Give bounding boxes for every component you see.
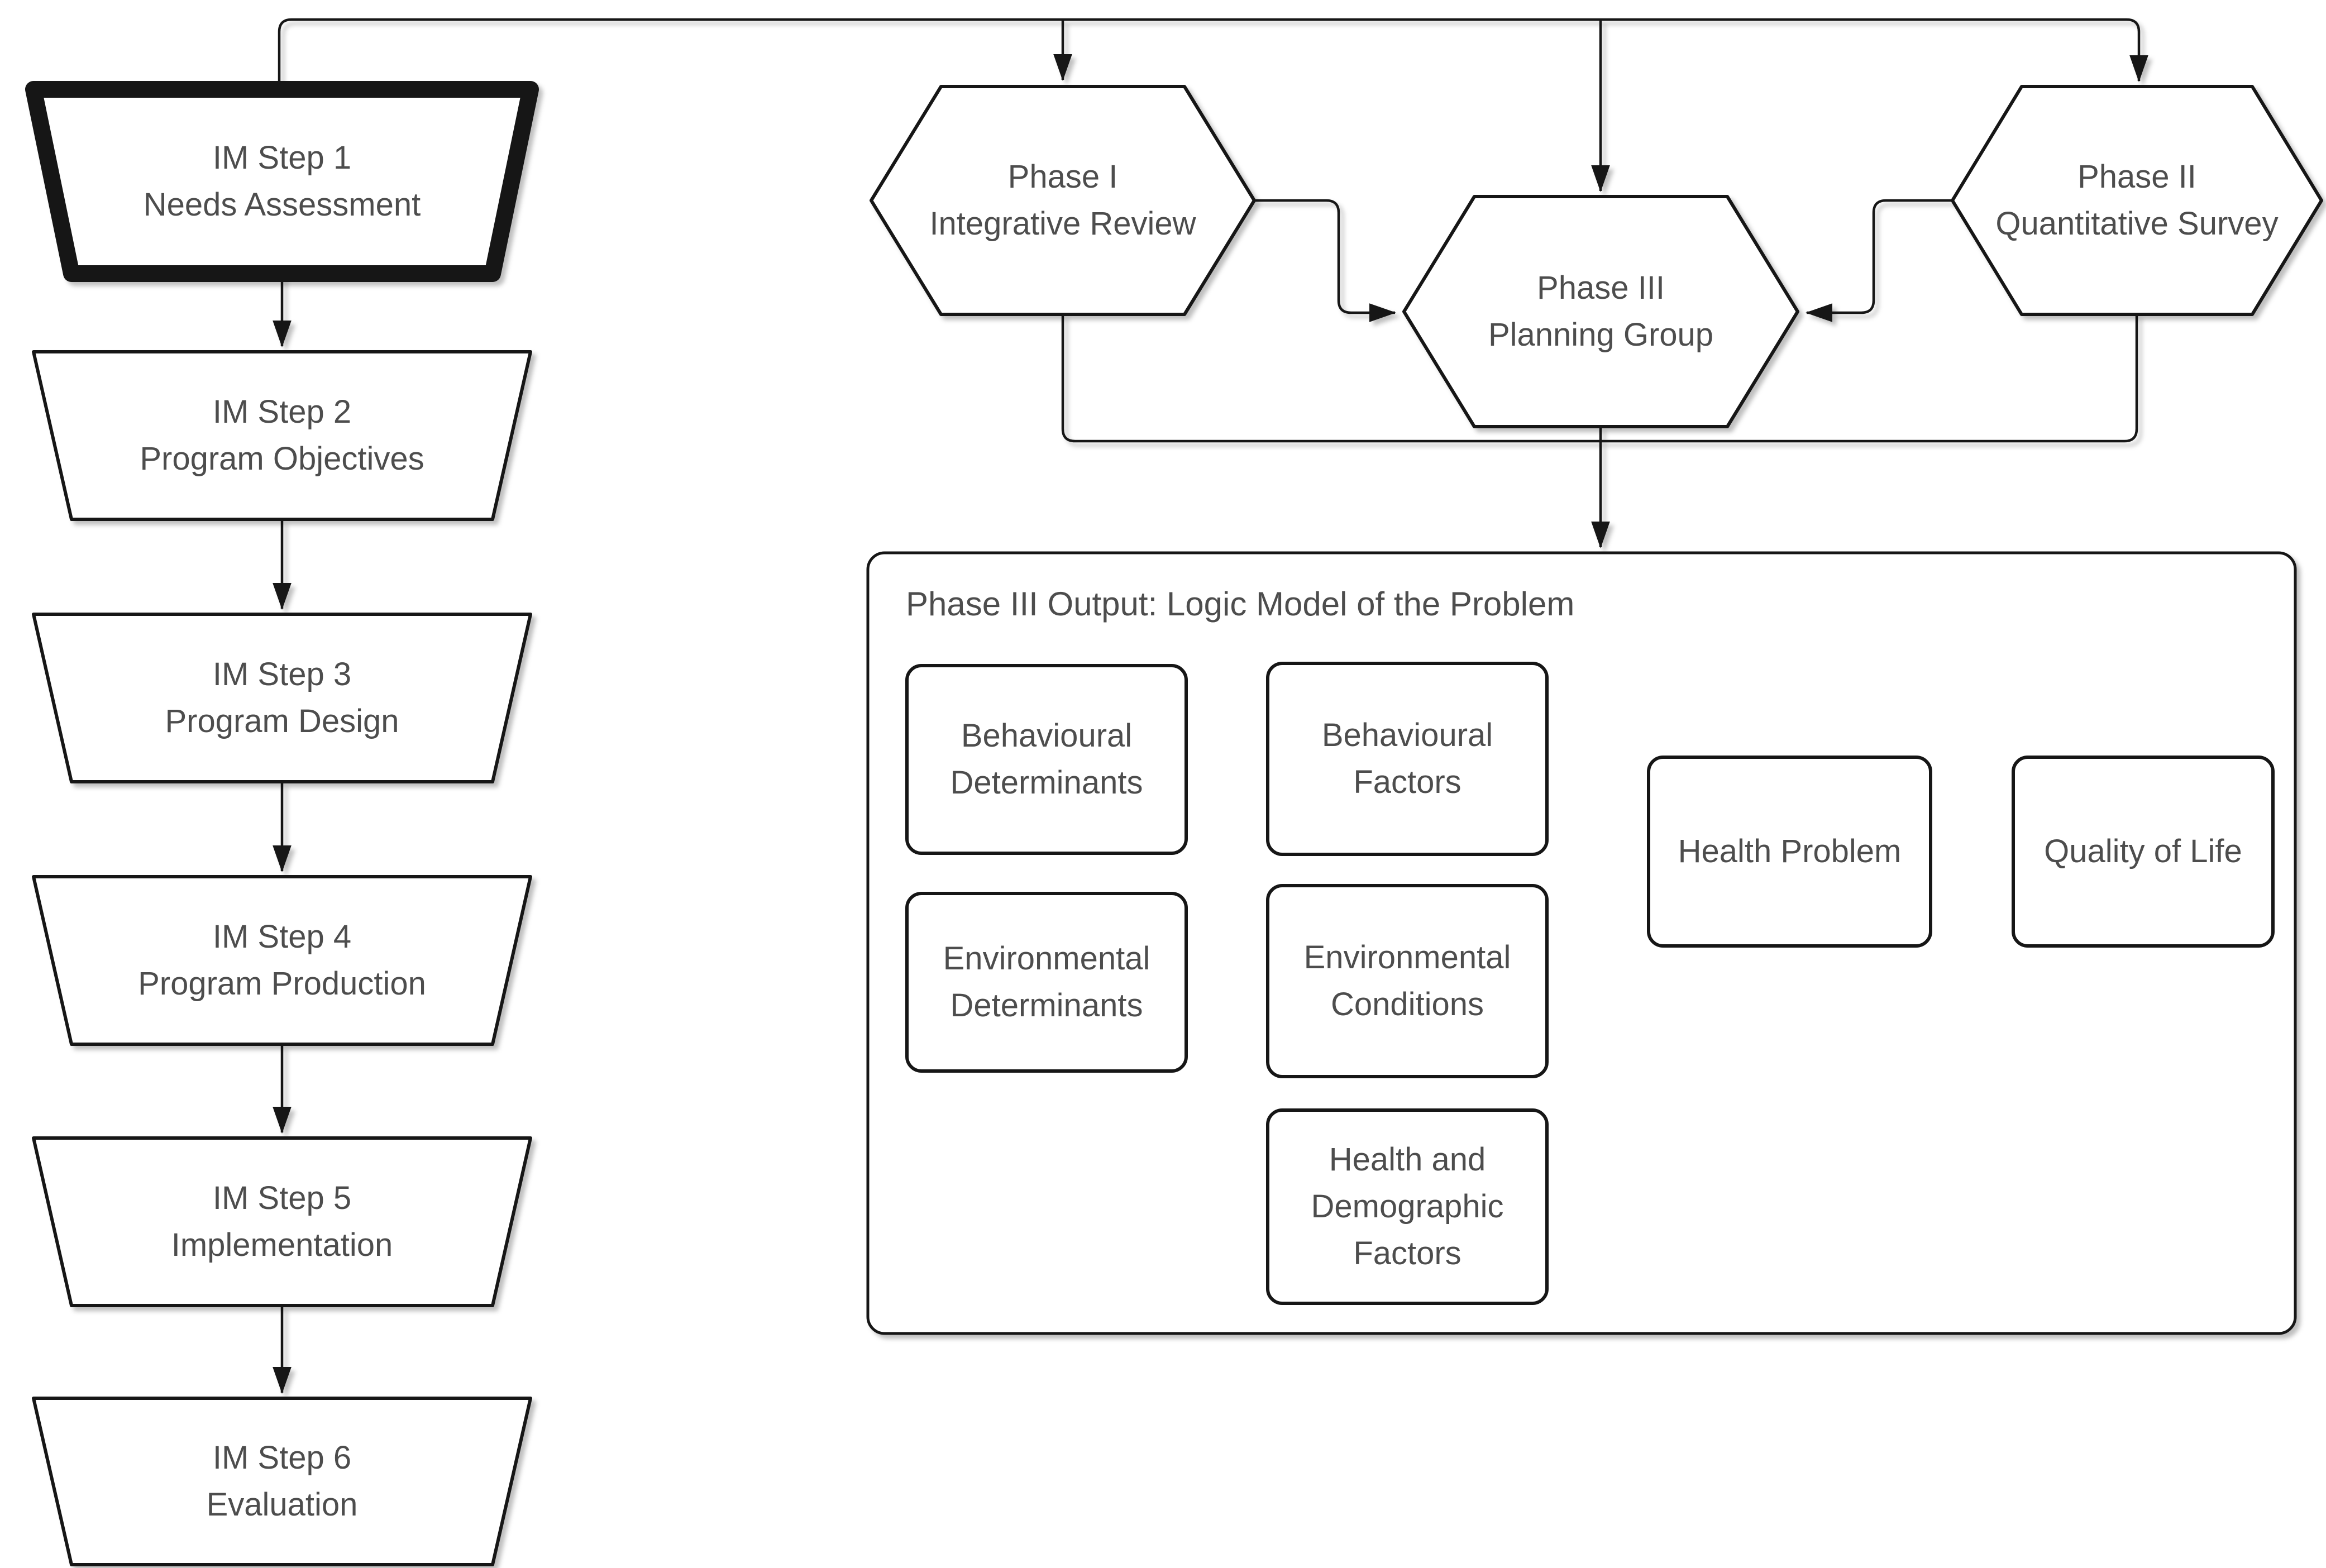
node-behavioural-determinants xyxy=(905,664,1188,855)
edge-phase2-to-merge xyxy=(1602,314,2138,443)
node-health-demographic-factors xyxy=(1266,1108,1549,1305)
node-im-step-3 xyxy=(32,613,532,783)
logic-model-container xyxy=(866,551,2297,1335)
node-health-problem xyxy=(1647,756,1932,948)
node-im-step-4 xyxy=(32,875,532,1046)
node-environmental-conditions xyxy=(1266,884,1549,1078)
node-im-step-6 xyxy=(32,1397,532,1566)
edge-step1-to-phase2 xyxy=(278,18,2148,88)
node-behavioural-factors xyxy=(1266,662,1549,856)
node-quality-of-life xyxy=(2012,756,2275,948)
node-im-step-1 xyxy=(25,81,539,282)
edge-phase1-to-merge xyxy=(1061,314,1599,443)
node-phase-2 xyxy=(1951,85,2323,316)
edge-phase1-to-phase3 xyxy=(1254,199,1396,322)
edge-phase2-to-phase3 xyxy=(1806,199,1952,322)
node-im-step-2 xyxy=(32,350,532,521)
node-phase-1 xyxy=(870,85,1256,316)
node-phase-3 xyxy=(1402,195,1799,428)
node-environmental-determinants xyxy=(905,892,1188,1073)
node-im-step-5 xyxy=(32,1136,532,1307)
